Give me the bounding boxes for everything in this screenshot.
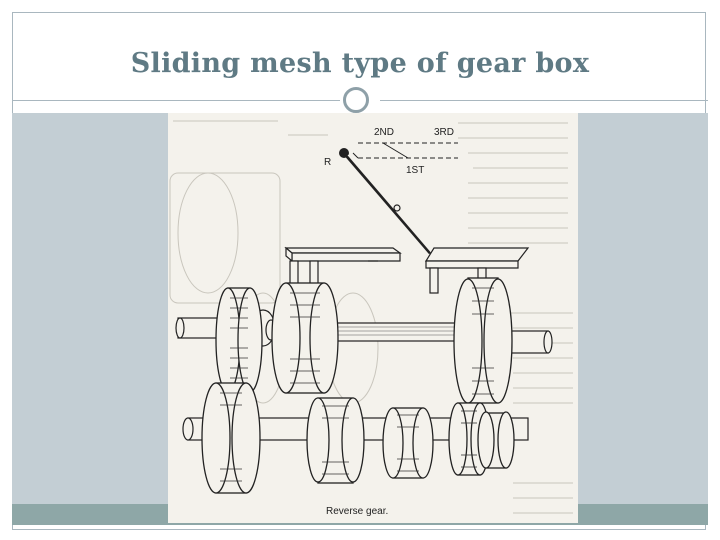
upper-gears [215,277,513,404]
circle-ornament-icon [343,87,369,113]
slide-title: Sliding mesh type of gear box [130,48,590,79]
gearbox-illustration: 2ND 3RD R 1ST [169,120,573,517]
shift-lever [339,148,437,264]
selector-forks [284,246,530,294]
label-2nd: 2ND [374,127,394,138]
title-divider-right [380,100,708,101]
label-reverse: R [324,157,331,168]
figure-caption: Reverse gear. [326,506,388,517]
title-divider-left [12,100,340,101]
label-1st: 1ST [406,165,424,176]
lower-gears [201,382,515,494]
shift-gate: 2ND 3RD R 1ST [324,127,458,176]
gearbox-diagram: 2ND 3RD R 1ST [168,113,578,523]
label-3rd: 3RD [434,127,454,138]
